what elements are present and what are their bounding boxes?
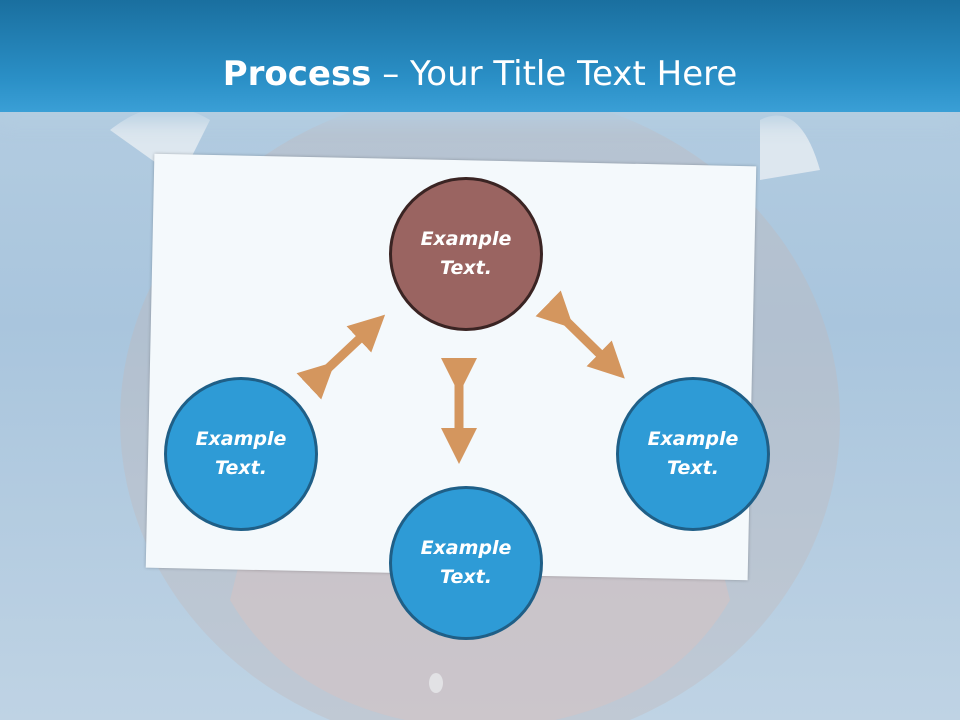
node-left: Example Text. (164, 377, 318, 531)
title-bar (0, 0, 960, 112)
arrow-right-top (535, 290, 625, 379)
node-top: Example Text. (389, 177, 543, 331)
node-bottom-label: Example Text. (420, 537, 512, 588)
title-rest: – Your Title Text Here (371, 54, 738, 94)
node-right: Example Text. (616, 377, 770, 531)
title-bold: Process (222, 54, 372, 94)
node-top-label: Example Text. (420, 228, 512, 279)
arrow-left-top (296, 314, 386, 400)
page-title: Process – Your Title Text Here (0, 52, 960, 96)
node-left-label: Example Text. (195, 428, 287, 479)
node-right-label: Example Text. (647, 428, 739, 479)
node-bottom: Example Text. (389, 486, 543, 640)
